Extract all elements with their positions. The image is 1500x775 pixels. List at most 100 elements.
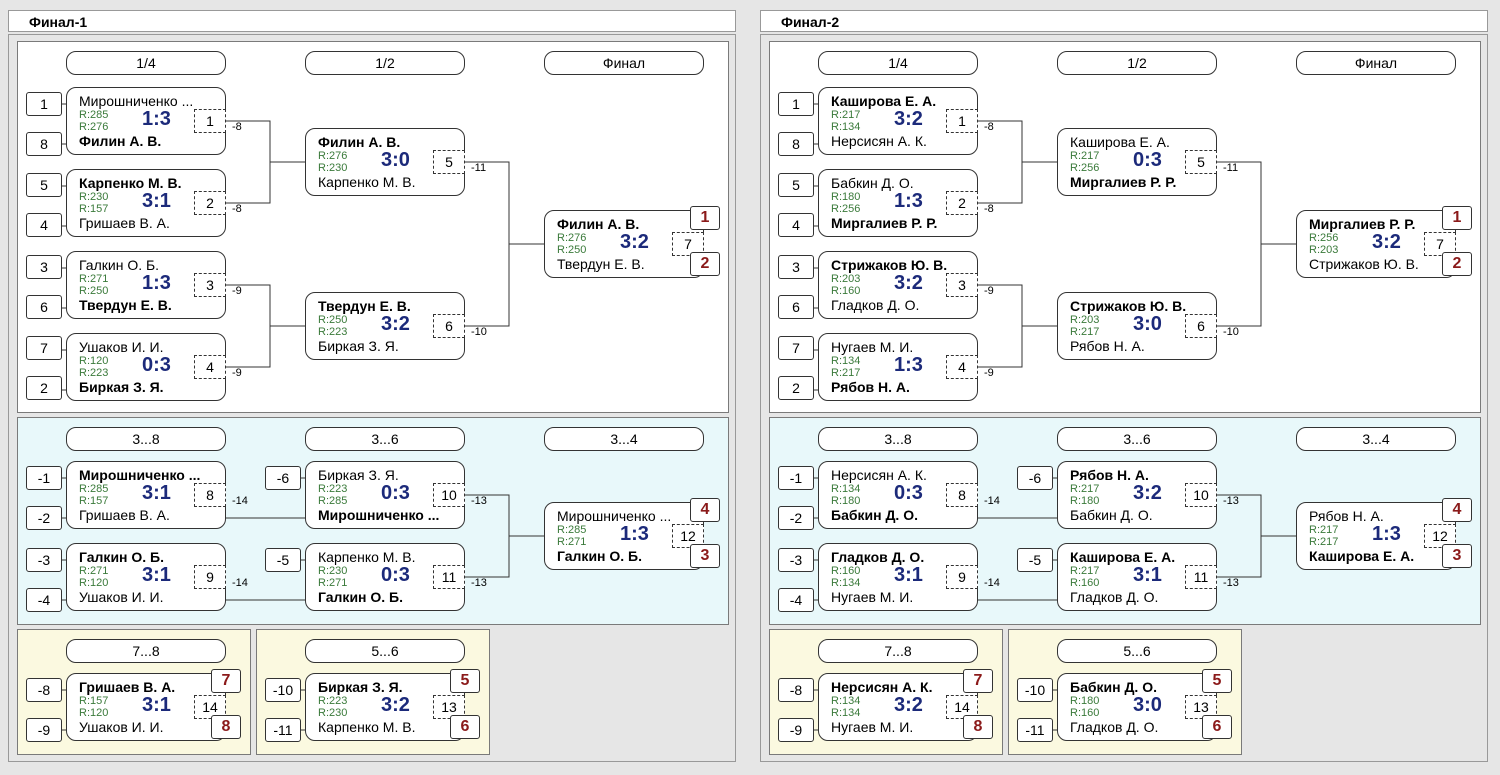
player-2-name: Карпенко М. В. (318, 719, 416, 735)
player-1-name: Твердун Е. В. (318, 298, 411, 314)
player-1-name: Каширова Е. А. (1070, 549, 1176, 565)
place-badge: 5 (450, 669, 480, 693)
place-badge: 3 (690, 544, 720, 568)
seed-number: -11 (1017, 718, 1053, 742)
place-badge: 7 (211, 669, 241, 693)
round-header: 3...8 (66, 427, 226, 451)
player-2-rating: R:217 (831, 367, 861, 379)
seed-number: 6 (778, 295, 814, 319)
match-number: 11 (1185, 565, 1217, 589)
match-score: 0:3 (894, 482, 923, 504)
seed-number: -9 (778, 718, 814, 742)
player-2-rating: R:134 (831, 121, 861, 133)
player-2-rating: R:230 (318, 707, 348, 719)
player-2-rating: R:256 (1070, 162, 1100, 174)
match-score: 0:3 (381, 482, 410, 504)
match-score: 0:3 (1133, 149, 1162, 171)
player-1-rating: R:256 (1309, 232, 1339, 244)
bracket-lines (1053, 689, 1057, 731)
match-number: 9 (946, 565, 978, 589)
player-2-name: Рябов Н. А. (831, 379, 910, 395)
seed-number: -1 (26, 466, 62, 490)
player-2-name: Твердун Е. В. (557, 256, 645, 272)
player-1-rating: R:217 (831, 109, 861, 121)
player-2-rating: R:250 (557, 244, 587, 256)
loser-destination: -8 (232, 203, 242, 215)
player-2-name: Стрижаков Ю. В. (1309, 256, 1419, 272)
player-1-name: Миргалиев Р. Р. (1309, 216, 1416, 232)
player-2-name: Биркая З. Я. (318, 338, 399, 354)
player-1-name: Бабкин Д. О. (1070, 679, 1157, 695)
player-2-rating: R:120 (79, 707, 109, 719)
match-number: 6 (1185, 314, 1217, 338)
player-1-name: Мирошниченко ... (557, 508, 672, 524)
player-2-name: Миргалиев Р. Р. (831, 215, 938, 231)
player-2-rating: R:160 (1070, 577, 1100, 589)
player-1-name: Биркая З. Я. (318, 467, 399, 483)
player-1-rating: R:134 (831, 695, 861, 707)
player-2-rating: R:271 (557, 536, 587, 548)
player-1-name: Мирошниченко ... (79, 93, 194, 109)
player-1-rating: R:203 (831, 273, 861, 285)
seed-number: -8 (778, 678, 814, 702)
player-2-name: Бабкин Д. О. (831, 507, 918, 523)
player-1-name: Карпенко М. В. (318, 549, 416, 565)
match-number: 6 (433, 314, 465, 338)
match-number: 4 (194, 355, 226, 379)
loser-destination: -9 (232, 285, 242, 297)
place-badge: 1 (1442, 206, 1472, 230)
seed-number: 5 (778, 173, 814, 197)
player-2-rating: R:230 (318, 162, 348, 174)
player-2-rating: R:271 (318, 577, 348, 589)
seed-number: 3 (778, 255, 814, 279)
match-score: 3:1 (1133, 564, 1162, 586)
round-header: Финал (544, 51, 704, 75)
match-score: 3:1 (142, 564, 171, 586)
player-2-rating: R:134 (831, 577, 861, 589)
player-1-name: Нугаев М. И. (831, 339, 914, 355)
player-2-rating: R:223 (79, 367, 109, 379)
round-header: 7...8 (66, 639, 226, 663)
round-header: 5...6 (1057, 639, 1217, 663)
seed-number: -6 (1017, 466, 1053, 490)
bracket-connector (465, 494, 510, 578)
loser-destination: -13 (471, 495, 487, 507)
player-2-name: Ушаков И. И. (79, 719, 164, 735)
loser-destination: -13 (471, 577, 487, 589)
seed-number: 2 (26, 376, 62, 400)
player-1-name: Гришаев В. А. (79, 679, 176, 695)
match-number: 10 (433, 483, 465, 507)
player-1-rating: R:134 (831, 483, 861, 495)
seed-number: 7 (26, 336, 62, 360)
player-1-rating: R:271 (79, 273, 109, 285)
place-badge: 7 (963, 669, 993, 693)
bracket-connector (465, 161, 510, 327)
seed-number: -11 (265, 718, 301, 742)
player-2-rating: R:160 (1070, 707, 1100, 719)
player-2-name: Филин А. В. (79, 133, 162, 149)
player-2-rating: R:285 (318, 495, 348, 507)
place-badge: 2 (1442, 252, 1472, 276)
player-1-rating: R:180 (831, 191, 861, 203)
player-1-rating: R:230 (79, 191, 109, 203)
loser-destination: -9 (232, 367, 242, 379)
loser-destination: -10 (471, 326, 487, 338)
player-1-rating: R:217 (1309, 524, 1339, 536)
player-2-name: Гладков Д. О. (1070, 719, 1159, 735)
seed-number: 2 (778, 376, 814, 400)
bracket-lines (62, 689, 66, 731)
seed-number: 8 (778, 132, 814, 156)
match-number: 2 (946, 191, 978, 215)
match-score: 3:2 (381, 694, 410, 716)
